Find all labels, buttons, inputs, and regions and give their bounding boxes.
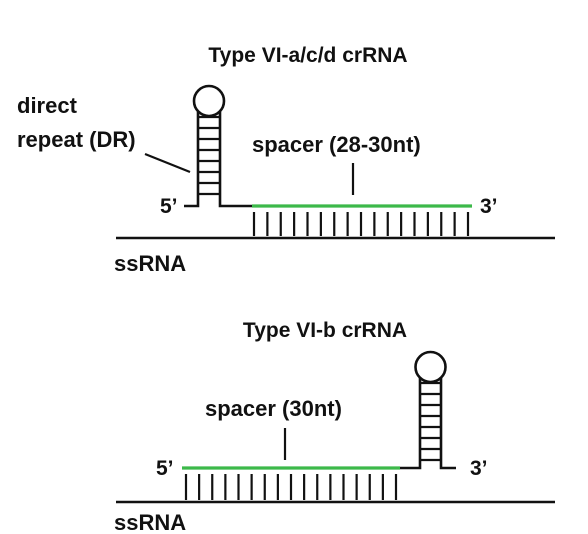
panel-b-five-prime: 5’: [156, 457, 174, 480]
dr-label-line1: direct: [17, 93, 78, 118]
hairpin-a-rungs: [198, 115, 220, 196]
panel-a-three-prime: 3’: [480, 195, 498, 218]
panel-a-title: Type VI-a/c/d crRNA: [208, 44, 407, 67]
panel-type-vi-b: Type VI-b crRNA spacer (30nt) 5’ 3’ ssRN…: [114, 319, 555, 534]
hairpin-b-loop: [414, 350, 447, 384]
panel-b-three-prime: 3’: [470, 457, 488, 480]
crrna-b-strand: [400, 374, 456, 470]
dr-pointer-line: [144, 152, 191, 174]
base-pairs-a: [252, 212, 470, 236]
hairpin-a-loop: [192, 84, 226, 118]
spacer-b-label: spacer (30nt): [205, 396, 342, 421]
panel-type-vi-acd: Type VI-a/c/d crRNA direct repeat (DR) s…: [17, 44, 555, 276]
panel-a-five-prime: 5’: [160, 195, 178, 218]
spacer-a-label: spacer (28-30nt): [252, 132, 421, 157]
ssrna-a-label: ssRNA: [114, 251, 186, 276]
hairpin-b-rungs: [420, 381, 441, 462]
dr-label-line2: repeat (DR): [17, 127, 136, 152]
panel-b-title: Type VI-b crRNA: [243, 319, 407, 342]
base-pairs-b: [184, 474, 398, 500]
crrna-a-strand: [184, 108, 252, 208]
ssrna-b-label: ssRNA: [114, 510, 186, 534]
